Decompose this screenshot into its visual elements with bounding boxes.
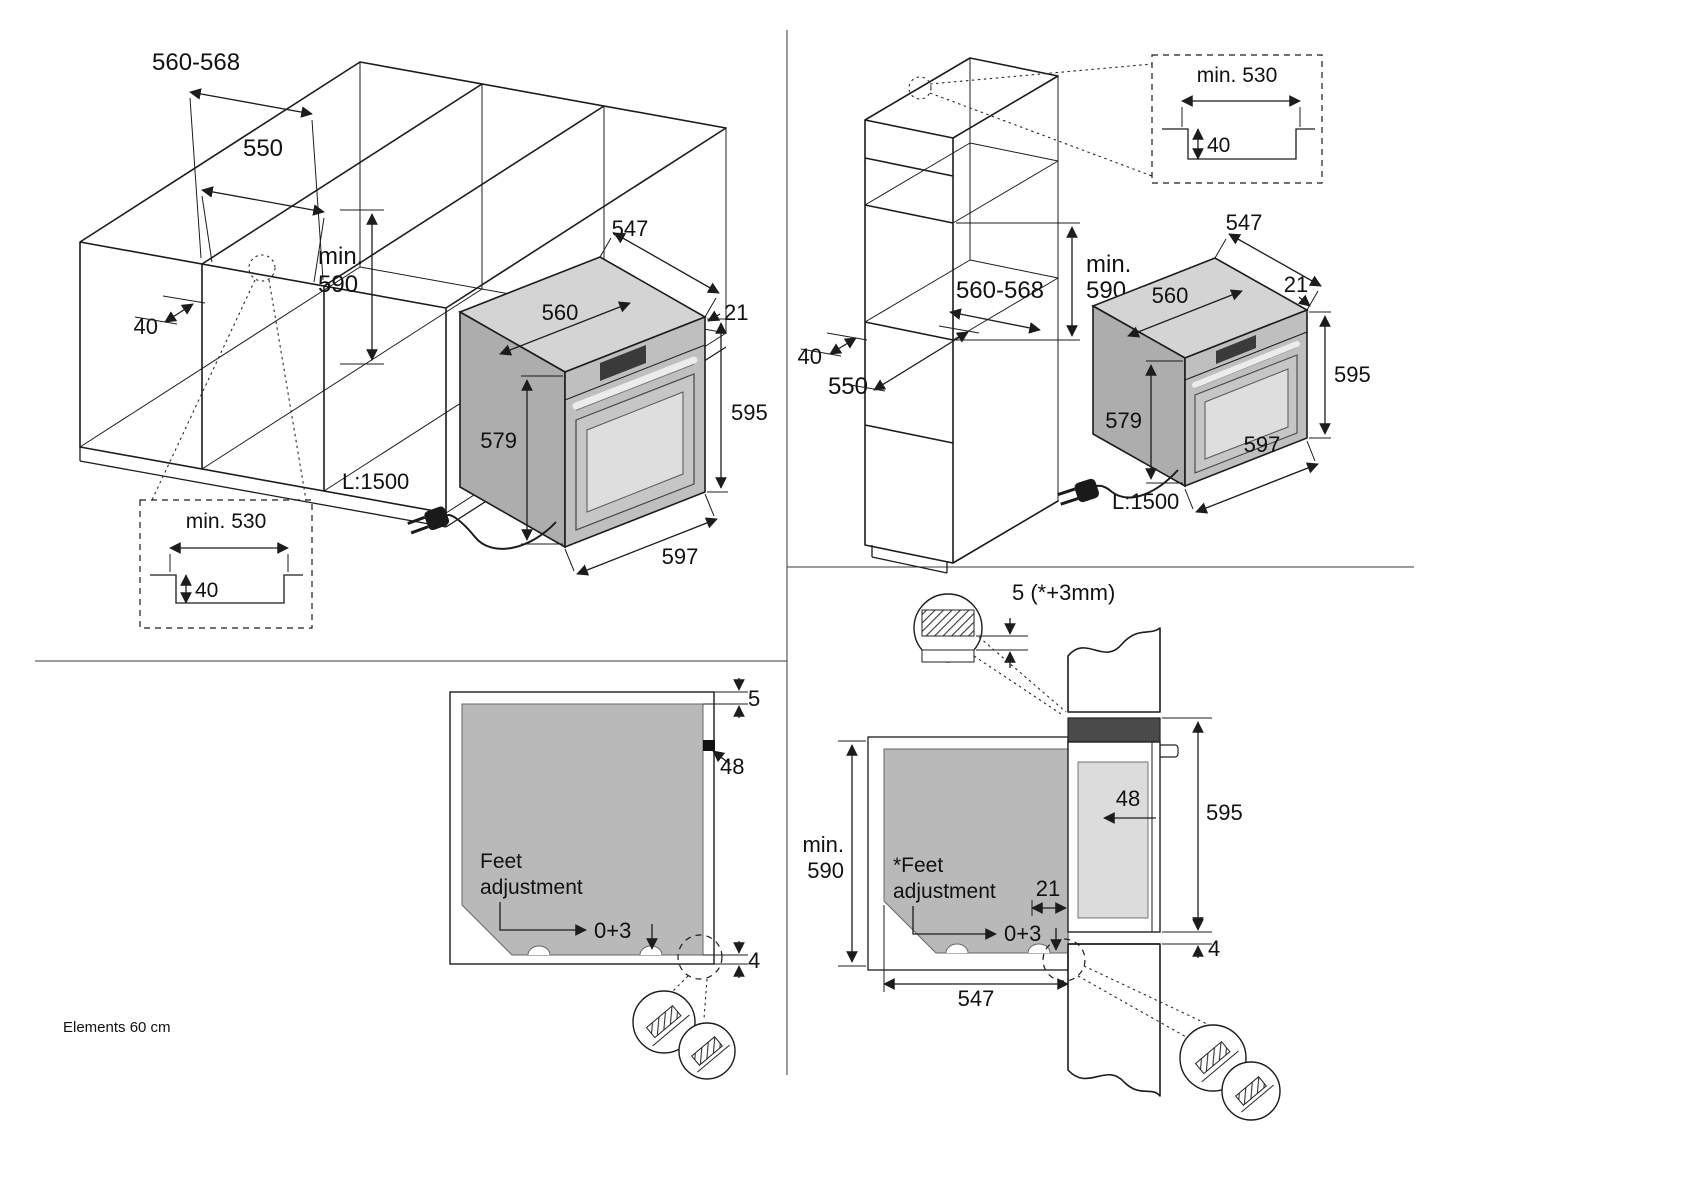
niche-rail-profile — [150, 574, 303, 604]
tall-cabinet-drawing — [864, 57, 1153, 574]
dim-adjust-range-label: 0+3 — [594, 918, 631, 943]
dim-inner-width-label: 550 — [243, 135, 283, 162]
dim-front-rail-label: 40 — [134, 314, 158, 339]
dim-body-depth-label: 547 — [958, 986, 995, 1011]
inset-rail-height-label: 40 — [1207, 134, 1230, 157]
oven-door-window — [1204, 368, 1289, 460]
dim-oven-width-top-label: 560 — [542, 300, 579, 325]
dim-oven-front-width-label: 597 — [1244, 432, 1281, 457]
inset-rail-height-label: 40 — [195, 579, 218, 602]
dim-oven-depth-label: 547 — [1226, 210, 1263, 235]
oven-foot — [1027, 943, 1051, 954]
dim-min-height-label-2: 590 — [318, 271, 358, 298]
control-panel-strip — [1067, 717, 1161, 743]
dim-top-gap-label: 5 — [748, 686, 760, 711]
feet-adjustment-label-2: adjustment — [480, 876, 583, 899]
dim-door-depth-label: 48 — [1116, 786, 1140, 811]
dim-oven-depth-label: 547 — [612, 216, 649, 241]
dim-min-height-label-2: 590 — [807, 858, 844, 883]
top-gap-detail: 5 (*+3mm) — [913, 580, 1115, 717]
oven-handle — [1157, 744, 1179, 758]
dim-niche-width-range-label: 560-568 — [956, 277, 1044, 304]
dim-fascia-label: 21 — [1036, 876, 1060, 901]
dim-oven-body-height-label: 579 — [1105, 408, 1142, 433]
corner-detail-right — [1042, 938, 1281, 1121]
dim-oven-fascia-label: 21 — [1284, 272, 1308, 297]
quadrant-bottom-right: 5 (*+3mm) min. 590 *Feet adjustment 0+3 … — [802, 580, 1281, 1121]
oven-isometric-left — [458, 256, 707, 549]
dim-oven-fascia-label: 21 — [724, 300, 748, 325]
dim-bottom-gap-label: 4 — [748, 948, 760, 973]
top-view-drawing — [449, 691, 715, 965]
quadrant-dividers — [35, 30, 1414, 1075]
oven-dimensions-right: 560 547 21 579 595 597 L:1500 — [1057, 210, 1371, 514]
dim-min-height-label-1: min. — [1086, 251, 1131, 278]
dim-front-rail-label: 40 — [798, 344, 822, 369]
dim-bracket-label: 48 — [720, 754, 744, 779]
niche-rail-profile — [1162, 128, 1315, 160]
corner-detail-left — [632, 934, 736, 1080]
dim-bottom-gap-label: 4 — [1208, 936, 1220, 961]
oven-display — [600, 345, 646, 381]
dim-min-height-label-1: min. — [318, 243, 363, 270]
detail-reference-circle — [248, 254, 276, 282]
oven-foot — [527, 945, 551, 956]
cabinet-panel-above — [1067, 627, 1161, 713]
door-inner-panel — [1077, 761, 1149, 919]
inset-depth-label: min. 530 — [1197, 64, 1278, 87]
dim-total-height-label: 595 — [1206, 800, 1243, 825]
dim-oven-width-top-label: 560 — [1152, 283, 1189, 308]
dim-top-gap-label: 5 (*+3mm) — [1012, 580, 1115, 605]
cord-length-label: L:1500 — [342, 469, 409, 494]
dim-niche-width-range-label: 560-568 — [152, 49, 240, 76]
niche-profile-inset-right: min. 530 40 — [1151, 54, 1323, 184]
detail-reference-circle — [908, 76, 932, 100]
dim-min-height-label-1: min. — [802, 832, 844, 857]
side-bracket — [703, 740, 715, 751]
power-cord — [445, 514, 557, 550]
oven-handle — [1192, 341, 1300, 388]
feet-adjustment-label-1: Feet — [480, 850, 522, 873]
oven-door-window — [586, 391, 684, 513]
dim-oven-total-height-label: 595 — [731, 400, 768, 425]
oven-body-side — [883, 748, 1069, 954]
quadrant-top-left: 560-568 550 min. 590 40 min. 530 40 — [79, 49, 768, 629]
feet-adjustment-label-1: *Feet — [893, 854, 943, 877]
feet-adjustment-label-2: adjustment — [893, 880, 996, 903]
cabinet-panel-below — [1067, 943, 1161, 1097]
oven-display — [1216, 335, 1256, 364]
niche-outline — [449, 691, 715, 965]
cord-length-label: L:1500 — [1112, 489, 1179, 514]
dim-oven-total-height-label: 595 — [1334, 362, 1371, 387]
oven-body-plan — [461, 703, 704, 956]
base-cabinet-dimensions: 560-568 550 min. 590 40 — [134, 49, 384, 365]
oven-dimensions-left: 560 547 21 579 595 597 L:1500 — [342, 216, 768, 576]
quadrant-bottom-left: 5 48 Feet adjustment 0+3 4 — [449, 678, 760, 1080]
inset-depth-label: min. 530 — [186, 510, 267, 533]
oven-foot — [945, 943, 969, 954]
quadrant-top-right: min. 590 560-568 40 550 min. 530 40 — [798, 54, 1371, 574]
niche-profile-inset-left: min. 530 40 — [139, 499, 313, 629]
dim-oven-front-width-label: 597 — [662, 544, 699, 569]
side-view-dimensions: min. 590 *Feet adjustment 0+3 48 595 21 … — [802, 717, 1243, 1011]
oven-handle — [572, 356, 698, 410]
dim-oven-body-height-label: 579 — [480, 428, 517, 453]
page-footer-note: Elements 60 cm — [63, 1019, 171, 1036]
power-plug-icon — [1057, 478, 1100, 506]
dim-adjust-range-label: 0+3 — [1004, 921, 1041, 946]
power-plug-icon — [407, 506, 450, 535]
tall-cabinet-dimensions: min. 590 560-568 40 550 — [798, 222, 1131, 400]
top-view-dimensions: 5 48 Feet adjustment 0+3 4 — [480, 678, 760, 978]
side-view-drawing — [867, 627, 1179, 1097]
